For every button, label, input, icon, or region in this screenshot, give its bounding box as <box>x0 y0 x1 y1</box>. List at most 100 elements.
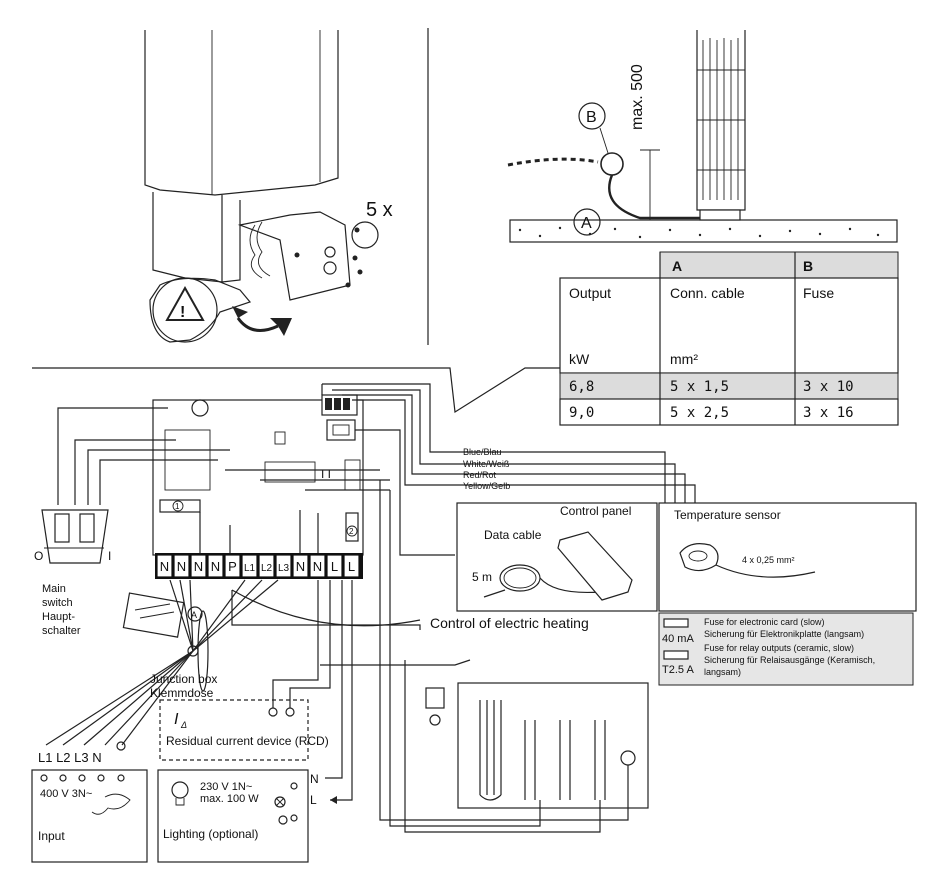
data-cable-length: 5 m <box>472 570 492 584</box>
wire-label-yellow: Yellow/Gelb <box>463 481 510 491</box>
main-switch-label-1: Main <box>42 583 66 595</box>
cable-fuse-table: A B Output Conn. cable Fuse kW mm² 6,8 5… <box>559 251 899 426</box>
rcd-label: Residual current device (RCD) <box>166 734 329 748</box>
temperature-sensor-title: Temperature sensor <box>674 508 781 522</box>
fuse-2-marker: 2 <box>349 527 354 536</box>
table-row-2-cable: 5 x 2,5 <box>670 405 729 421</box>
terminal-label: L1 <box>244 563 256 574</box>
terminal-cell <box>224 554 241 578</box>
input-terminal-labels: L1 L2 L3 N <box>38 750 102 765</box>
lighting-box: 230 V 1N~ max. 100 W Lighting (optional)… <box>157 580 353 863</box>
table-unit-mm2: mm² <box>670 351 698 367</box>
element-earth-icon <box>429 714 441 726</box>
wire-label-blue: Blue/Blau <box>463 447 502 457</box>
terminal-label: N <box>313 559 322 574</box>
table-unit-kw: kW <box>569 351 590 367</box>
warning-exclamation: ! <box>180 304 185 321</box>
lamp-icon <box>171 781 189 799</box>
lighting-label: Lighting (optional) <box>163 827 258 841</box>
terminal-cell <box>292 554 309 578</box>
terminal-label: N <box>177 559 186 574</box>
screw-count-label: 5 x <box>366 199 393 221</box>
rotate-arrow-icon <box>270 318 292 336</box>
table-header-output: Output <box>569 285 611 301</box>
input-label: Input <box>38 829 65 843</box>
temperature-sensor-box: Temperature sensor 4 x 0,25 mm² <box>658 502 917 612</box>
control-heating-label: Control of electric heating <box>430 615 589 631</box>
main-switch: O I Main switch Haupt- schalter <box>34 509 111 637</box>
terminal-cell <box>173 554 190 578</box>
terminal-cell <box>156 554 173 578</box>
terminal-label: N <box>194 559 203 574</box>
wire-label-white: White/Weiß <box>463 459 510 469</box>
terminal-cell <box>275 554 292 578</box>
terminal-cell <box>258 554 275 578</box>
data-cable-label: Data cable <box>484 528 542 542</box>
input-voltage: 400 V 3N~ <box>40 788 92 800</box>
table-row-1-fuse: 3 x 10 <box>803 379 854 395</box>
switch-off-label: O <box>34 549 43 563</box>
table-row-1-output: 6,8 <box>569 379 594 395</box>
sensor-cable-label: 4 x 0,25 mm² <box>742 555 795 565</box>
junction-box: A Junction box Klemmdose <box>45 579 421 746</box>
lighting-l-label: L <box>310 793 317 807</box>
terminal-cell <box>309 554 326 578</box>
terminal-label: L <box>348 559 355 574</box>
lamp-symbol-icon <box>274 796 286 808</box>
relay-marks: I I <box>321 467 331 481</box>
board-wires <box>57 383 696 556</box>
sensor-icon <box>679 543 719 572</box>
terminal-label: L2 <box>261 563 273 574</box>
terminal-cell <box>326 554 343 578</box>
marker-b-label: B <box>586 109 597 126</box>
table-row-2-fuse: 3 x 16 <box>803 405 854 421</box>
heater-mounting-illustration: 5 x ! <box>144 28 429 345</box>
terminal-label: N <box>160 559 169 574</box>
table-row-1-cable: 5 x 1,5 <box>670 379 729 395</box>
max-500-dimension: max. 500 <box>629 64 646 130</box>
table-header-cable: Conn. cable <box>670 285 745 301</box>
control-panel-box: Control panel Data cable 5 m <box>456 502 658 612</box>
control-panel-device-icon <box>557 531 633 601</box>
cable-clearance-illustration: max. 500 B A <box>507 30 898 243</box>
switch-on-label: I <box>108 549 111 563</box>
terminal-label: L <box>331 559 338 574</box>
junction-box-label: Junction box <box>150 672 217 686</box>
warning-icon <box>165 285 205 321</box>
fuse2-description-en: Fuse for relay outputs (ceramic, slow) <box>704 643 854 653</box>
fuse2-description-de: Sicherung für Relaisausgänge (Keramisch, <box>704 655 875 665</box>
fuse2-value: T2.5 A <box>662 664 694 676</box>
junction-box-label-de: Klemmdose <box>150 686 214 700</box>
terminal-cell <box>190 554 207 578</box>
main-switch-label-2: switch <box>42 597 73 609</box>
fuse1-value: 40 mA <box>662 633 694 645</box>
earth-terminal-icon <box>116 741 126 751</box>
cable-a-circle <box>187 606 203 622</box>
marker-a-circle <box>573 208 601 236</box>
terminal-cell <box>207 554 224 578</box>
fuse-b-position <box>600 152 624 176</box>
table-row-2-output: 9,0 <box>569 405 594 421</box>
fuse-2 <box>345 512 359 542</box>
marker-b-circle <box>578 102 606 130</box>
control-panel-title: Control panel <box>560 504 631 518</box>
terminal-cell <box>241 554 258 578</box>
terminal-label: L3 <box>278 563 290 574</box>
rcd-symbol: I <box>174 711 179 728</box>
fuse1-description-en: Fuse for electronic card (slow) <box>704 617 825 627</box>
rcd-symbol-sub: Δ <box>180 720 187 730</box>
cable-a-label: A <box>191 610 197 620</box>
main-switch-label-4: schalter <box>42 625 81 637</box>
lighting-voltage: 230 V 1N~ <box>200 781 252 793</box>
marker-a-label: A <box>581 215 592 232</box>
main-switch-label-3: Haupt- <box>42 611 75 623</box>
terminal-cell <box>343 554 360 578</box>
table-header-fuse: Fuse <box>803 285 834 301</box>
section-divider <box>32 367 560 414</box>
fuse1-description-de: Sicherung für Elektronikplatte (langsam) <box>704 629 864 639</box>
terminal-label: N <box>296 559 305 574</box>
element-terminal <box>425 687 445 709</box>
